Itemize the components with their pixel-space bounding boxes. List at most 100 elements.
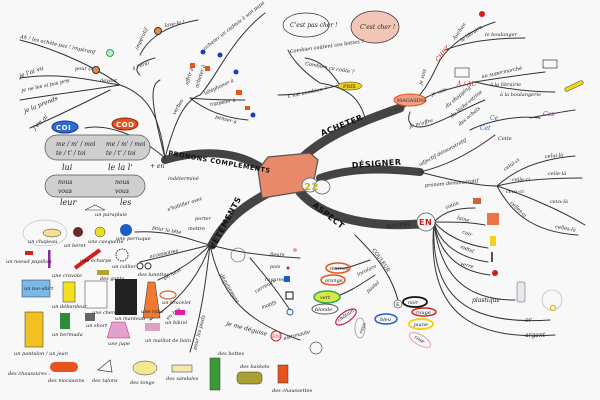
- label: jaune: [413, 322, 428, 328]
- label: un béret: [64, 242, 87, 249]
- label: roux: [358, 322, 368, 335]
- label: MAGASINS: [397, 98, 427, 104]
- hat-icon: [42, 228, 62, 238]
- label: une perruque: [116, 236, 151, 242]
- cap-icon: [94, 226, 106, 238]
- label: pois: [270, 264, 281, 270]
- loafers-icon: [50, 362, 78, 372]
- label: C'est cher !: [360, 24, 396, 31]
- label: nous: [58, 179, 72, 186]
- skirt-icon: [106, 321, 131, 339]
- label: vert: [320, 295, 331, 301]
- label: à l'oral: [131, 59, 150, 72]
- circle-marker: [106, 49, 114, 57]
- label: celui-là: [545, 151, 564, 160]
- gloves-icon: [97, 270, 109, 275]
- label: j'en ai: [30, 113, 49, 132]
- label: rappeler à: [209, 97, 236, 108]
- label: lave-le !: [164, 20, 185, 29]
- gift-icon: [236, 90, 242, 95]
- label: PRIX: [343, 84, 356, 90]
- label: vous: [115, 188, 129, 195]
- label: je vais: [430, 87, 448, 99]
- heels-icon: [97, 359, 113, 373]
- label: une jupe: [108, 341, 130, 347]
- color-bubble: [411, 307, 437, 317]
- tank-top-icon: [62, 281, 76, 303]
- branch-line: [189, 97, 246, 101]
- label: E: [396, 302, 400, 308]
- label: un bikini: [165, 320, 188, 326]
- tie-icon: [48, 250, 51, 268]
- label: te / t' / toi: [56, 150, 86, 157]
- color-bubble: [408, 318, 434, 330]
- label: Ces: [543, 111, 554, 118]
- color-bubble: [354, 317, 366, 339]
- branch-line: [139, 19, 199, 56]
- branch-line: [433, 207, 476, 223]
- label: orange: [325, 278, 343, 284]
- label: leur: [60, 198, 77, 207]
- label: impératif: [133, 26, 150, 51]
- stripes-icon: [284, 276, 290, 282]
- cart-icon: [542, 59, 558, 69]
- label: te / t' / toi: [106, 150, 136, 157]
- label: téléphoner à: [203, 77, 235, 97]
- branch-line: [152, 79, 166, 159]
- label: Combien ça coûte ?: [305, 60, 356, 76]
- branch-line: [19, 84, 121, 101]
- label: je vais: [418, 68, 428, 86]
- label: des talons: [92, 378, 118, 384]
- label: une robe: [141, 309, 164, 315]
- color-bubble: [408, 332, 432, 348]
- en-circle: [270, 330, 282, 342]
- designer-section: Ce Cet Cette Ces adjectif démonstratif p…: [418, 111, 586, 236]
- en-circle: [416, 212, 436, 232]
- shirt-icon: [84, 280, 108, 309]
- bikini-icon: [175, 310, 185, 315]
- branch-line: [249, 257, 291, 311]
- label: un noeud papillon: [6, 259, 52, 265]
- label: un débardeur: [52, 303, 87, 310]
- label: offrir à: [183, 67, 195, 86]
- wig-icon: [120, 224, 132, 236]
- branch-designer: [316, 165, 424, 182]
- label: à la boulangerie: [500, 91, 541, 98]
- label: des baskets: [240, 364, 270, 370]
- branch-line: [189, 97, 249, 121]
- label: celles-ci: [509, 200, 528, 219]
- label: marron: [330, 266, 349, 272]
- central-image: 22: [257, 152, 331, 199]
- pattern-icon: [286, 308, 294, 316]
- label: + en: [150, 163, 164, 170]
- clothing-illustrations: [21, 204, 289, 391]
- label: rose: [413, 335, 425, 346]
- label: le la l': [108, 163, 132, 172]
- tshirt-icon: [21, 279, 51, 298]
- branch-line: [496, 177, 583, 187]
- branch-line: [419, 134, 496, 173]
- flip-flops-icon: [132, 360, 158, 376]
- label: déguisement: [218, 273, 241, 306]
- earring-icon: [549, 304, 557, 312]
- label: des lunettes: [138, 272, 169, 278]
- label: accessoires: [149, 248, 179, 260]
- label: une chemise: [92, 310, 124, 316]
- coat-icon: [115, 279, 137, 315]
- label: des sandales: [166, 376, 199, 382]
- necklace-icon: [115, 248, 129, 262]
- branch-line: [136, 57, 156, 76]
- label: un bracelet: [162, 300, 192, 306]
- color-bubble: [402, 296, 428, 308]
- branch-line: [496, 155, 576, 187]
- trousers-icon: [24, 311, 44, 348]
- label: des chaussettes: [272, 388, 313, 394]
- branch-line: [209, 244, 301, 259]
- label: nous: [115, 179, 129, 186]
- label: des chaussures :: [8, 371, 50, 377]
- label: coton: [445, 200, 460, 210]
- branch-line: [19, 75, 121, 86]
- label: porter: [195, 216, 212, 222]
- acheter-section: C'est pas cher ! C'est cher ! Combien co…: [277, 10, 584, 131]
